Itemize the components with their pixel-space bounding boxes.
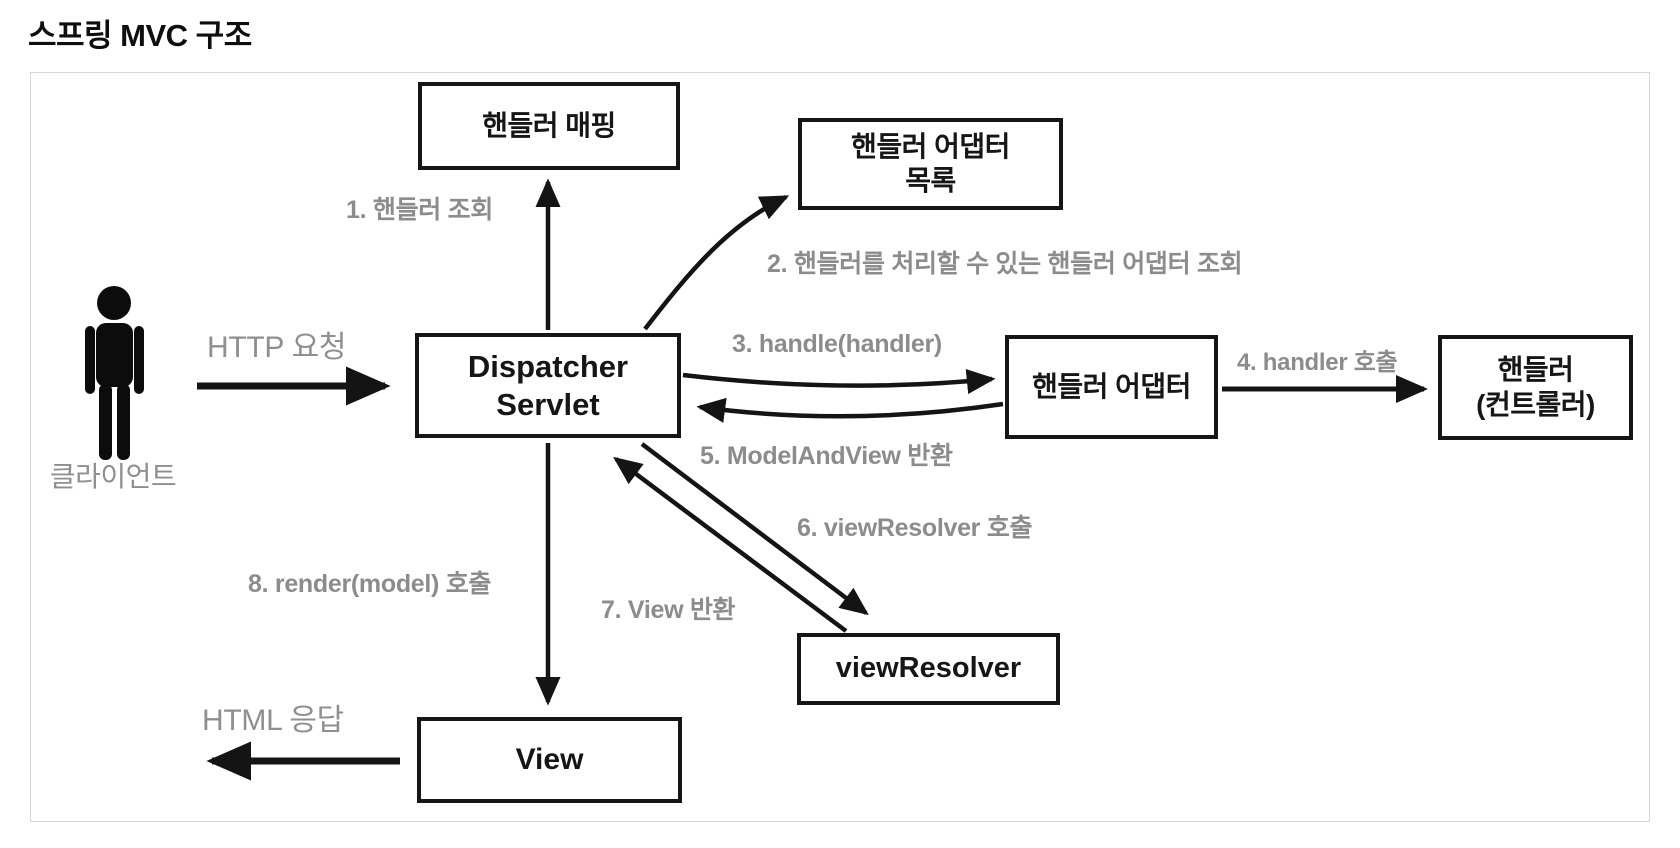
http-request-label: HTTP 요청 [207,331,347,364]
step-label-3: 3. handle(handler) [732,330,942,358]
node-handler-controller: 핸들러 (컨트롤러) [1438,335,1633,440]
node-view-resolver-label: viewResolver [835,652,1022,685]
step-label-6: 6. viewResolver 호출 [797,514,1033,542]
node-handler-adapter: 핸들러 어댑터 [1005,335,1218,439]
node-dispatcher-line1: Dispatcher [467,348,629,384]
node-handler-mapping: 핸들러 매핑 [418,82,680,170]
node-dispatcher-servlet: Dispatcher Servlet [415,333,681,438]
html-response-label: HTML 응답 [202,704,344,737]
node-handler-adapter-list-line2: 목록 [905,165,956,196]
node-handler-adapter-label: 핸들러 어댑터 [1032,370,1191,402]
node-handler-controller-line1: 핸들러 [1497,354,1574,386]
node-handler-adapter-list-line1: 핸들러 어댑터 [851,130,1010,162]
page-title: 스프링 MVC 구조 [28,18,252,53]
node-handler-controller-line2: (컨트롤러) [1476,388,1595,420]
client-label: 클라이언트 [49,461,177,492]
node-view-resolver: viewResolver [797,633,1060,705]
node-handler-adapter-list: 핸들러 어댑터 목록 [798,118,1063,210]
node-view: View [417,717,682,803]
step-label-7: 7. View 반환 [601,596,736,624]
node-handler-mapping-label: 핸들러 매핑 [482,109,616,141]
node-view-label: View [515,742,584,776]
step-label-4: 4. handler 호출 [1237,349,1398,376]
step-label-8: 8. render(model) 호출 [248,570,492,598]
step-label-5: 5. ModelAndView 반환 [700,442,953,470]
step-label-2: 2. 핸들러를 처리할 수 있는 핸들러 어댑터 조회 [767,250,1243,278]
step-label-1: 1. 핸들러 조회 [346,196,494,224]
node-dispatcher-line2: Servlet [496,386,600,422]
